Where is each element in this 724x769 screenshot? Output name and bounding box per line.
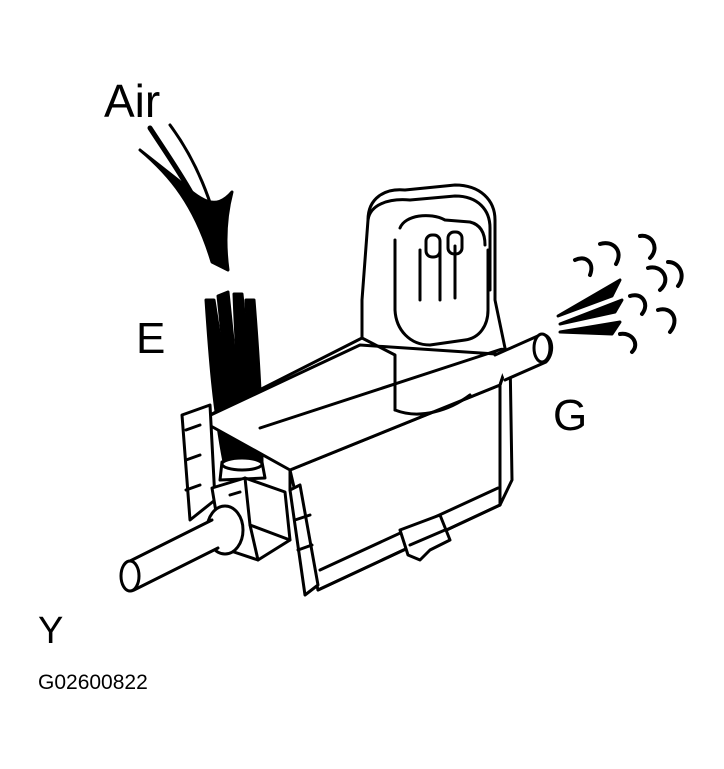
port-g-nozzle (493, 332, 554, 382)
port-e-label: E (136, 314, 166, 363)
port-y-nozzle (119, 504, 245, 593)
end-cap-bracket (180, 403, 320, 597)
port-e-fitting (218, 456, 267, 482)
air-arrow-icon (138, 123, 234, 272)
electrical-connector (360, 183, 507, 416)
port-y-label: Y (38, 610, 64, 652)
port-g-label: G (553, 391, 588, 440)
air-label: Air (104, 75, 161, 127)
figure-code: G02600822 (38, 671, 148, 694)
air-puff-icon (556, 233, 684, 354)
